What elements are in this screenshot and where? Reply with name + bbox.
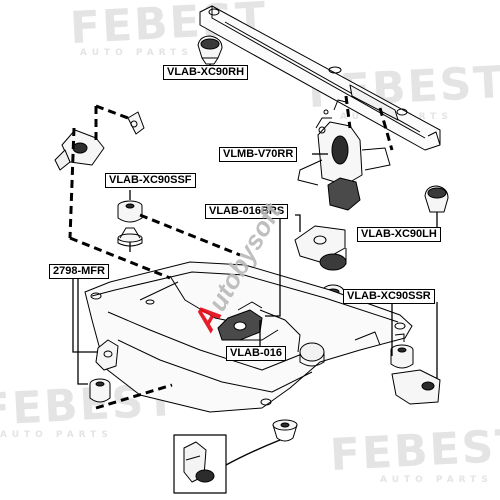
bushing-bottom — [272, 419, 298, 442]
dash-line — [95, 104, 129, 120]
mount-part-xc90lh — [424, 185, 449, 213]
center-bracket — [217, 301, 263, 341]
label-vlab-016brs: VLAB-016BRS — [205, 204, 289, 219]
frame-bushing-center — [299, 342, 325, 367]
dash-line — [69, 236, 171, 280]
leader-line — [77, 277, 88, 385]
bushing-xc90ssf — [117, 200, 143, 247]
mount-part-xc90rh — [197, 35, 223, 65]
label-vlab-016: VLAB-016 — [226, 346, 286, 361]
leader-line — [265, 215, 281, 317]
mount-part-2798-mfr — [89, 339, 119, 403]
dash-line — [68, 127, 76, 239]
leader-line — [295, 214, 301, 232]
label-vlmb-v70rr: VLMB-V70RR — [219, 147, 298, 162]
inset-detail — [173, 434, 227, 494]
label-2798-mfr: 2798-MFR — [49, 264, 109, 279]
left-bracket-upper — [54, 111, 145, 171]
dash-line — [95, 383, 173, 410]
leader-line — [72, 277, 98, 353]
dash-line — [378, 107, 394, 151]
dash-line — [344, 95, 352, 129]
label-vlab-xc90ssr: VLAB-XC90SSR — [343, 289, 435, 304]
dash-line — [139, 213, 241, 257]
label-vlab-xc90lh: VLAB-XC90LH — [357, 227, 441, 242]
engine-mount-assembly — [297, 99, 391, 211]
leader-line — [225, 439, 281, 466]
label-vlab-xc90ssf: VLAB-XC90SSF — [105, 173, 196, 188]
upper-cross-member — [199, 5, 441, 151]
label-vlab-xc90rh: VLAB-XC90RH — [163, 65, 249, 80]
bushing-xc90ssr — [390, 344, 441, 405]
